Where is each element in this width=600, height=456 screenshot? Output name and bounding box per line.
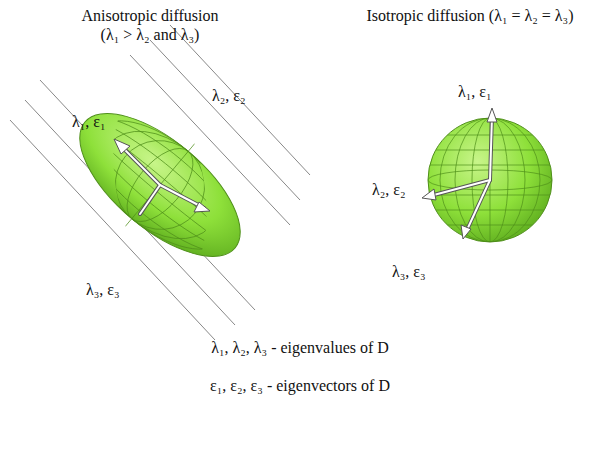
eigen-label: λ₂, ε₂ <box>212 86 246 105</box>
column-heading: Anisotropic diffusion (λ₁ > λ₂ and λ₃) <box>35 6 265 44</box>
fibre-lines <box>10 25 310 340</box>
legend-note: λ₁, λ₂, λ₃ - eigenvalues of D <box>211 338 389 357</box>
eigen-label: λ₁, ε₁ <box>72 112 106 131</box>
eigen-label: λ₂, ε₂ <box>372 180 406 199</box>
ellipsoid <box>50 80 271 290</box>
column-heading: Isotropic diffusion (λ₁ = λ₂ = λ₃) <box>355 6 585 25</box>
sphere <box>422 108 552 242</box>
eigen-label: λ₃, ε₃ <box>392 262 426 281</box>
eigen-label: λ₁, ε₁ <box>458 82 492 101</box>
eigen-label: λ₃, ε₃ <box>86 280 120 299</box>
legend-note: ε₁, ε₂, ε₃ - eigenvectors of D <box>210 376 390 395</box>
